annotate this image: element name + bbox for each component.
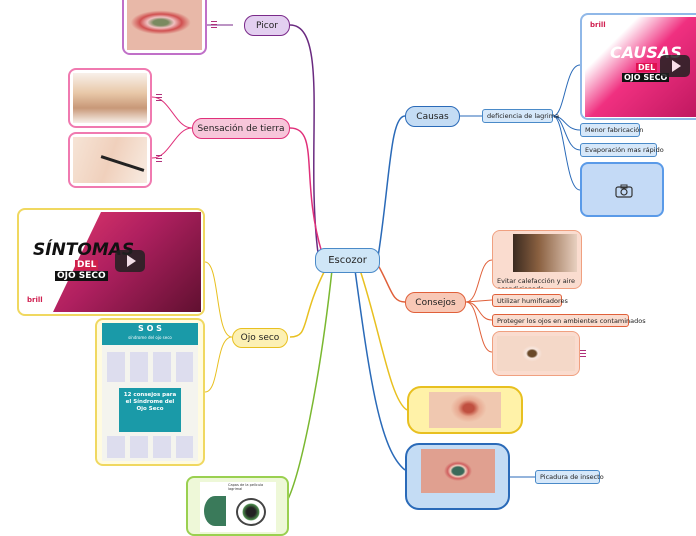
eye-profile-image: [497, 336, 575, 371]
video-sintomas[interactable]: SÍNTOMAS DEL OJO SECO brill: [17, 208, 205, 316]
video-title-line2: DEL: [75, 260, 99, 270]
video-causas[interactable]: CAUSAS DEL OJO SECO brill: [580, 13, 696, 120]
picadura-de-insecto[interactable]: Picadura de insecto: [535, 470, 604, 484]
infographic-headline: 12 consejos para el Síndrome del Ojo Sec…: [123, 392, 177, 412]
swollen-eye-image: [429, 392, 501, 428]
causas-deficiencia[interactable]: deficiencia de lagrima: [482, 109, 559, 123]
notes-icon[interactable]: [156, 155, 162, 162]
infographic-title: S O S: [138, 324, 162, 333]
consejos-calefaccion: Evitar calefacción y aire acondicionado: [497, 277, 576, 289]
central-topic[interactable]: Escozor: [315, 248, 380, 273]
causas-menor[interactable]: Menor fabricación: [580, 123, 643, 137]
image-rubbing-eyes[interactable]: [68, 68, 152, 128]
topic-ojo-seco[interactable]: Ojo seco: [232, 328, 288, 348]
image-red-eye[interactable]: [122, 0, 207, 55]
notes-icon[interactable]: [580, 350, 586, 357]
infographic-sos[interactable]: S O S síndrome del ojo seco 12 consejos …: [95, 318, 205, 466]
rubbing-eyes-image: [73, 73, 147, 123]
image-eye-drop[interactable]: [68, 132, 152, 188]
topic-sensacion[interactable]: Sensación de tierra: [192, 118, 290, 139]
camera-icon: [615, 184, 633, 198]
image-tear-film-diagram[interactable]: Capas de la película lagrimal: [186, 476, 289, 536]
image-eye-closeup[interactable]: Evitar calefacción y aire acondicionado: [492, 230, 582, 289]
infographic-subtitle: síndrome del ojo seco: [128, 335, 172, 340]
diagram-label: Capas de la película lagrimal: [228, 483, 264, 491]
play-button[interactable]: [660, 55, 690, 77]
video-title-line2: DEL: [636, 63, 658, 72]
image-insect-bite-eye[interactable]: [405, 443, 510, 510]
topic-picor[interactable]: Picor: [244, 15, 290, 36]
consejos-proteger[interactable]: Proteger los ojos en ambientes contamina…: [492, 314, 646, 327]
video-title-line3: OJO SECO: [55, 271, 108, 281]
topic-causas[interactable]: Causas: [405, 106, 460, 127]
red-eye-image: [127, 0, 202, 50]
causas-evaporacion[interactable]: Evaporación mas rápido: [580, 143, 664, 157]
eye-closeup-image: [513, 234, 577, 272]
brand-logo: brill: [27, 296, 43, 304]
play-button[interactable]: [115, 250, 145, 272]
image-swollen-eye[interactable]: [407, 386, 523, 434]
topic-consejos[interactable]: Consejos: [405, 292, 466, 313]
video-title-line3: OJO SECO: [622, 73, 670, 82]
image-eye-profile[interactable]: [492, 331, 580, 376]
insect-bite-eye-image: [421, 449, 495, 493]
connector-lines: [151, 24, 581, 506]
consejos-humificadores[interactable]: Utilizar humificadores: [492, 294, 568, 307]
image-placeholder[interactable]: [580, 162, 664, 217]
notes-icon[interactable]: [211, 21, 217, 28]
video-title-line1: SÍNTOMAS: [33, 240, 135, 260]
brand-logo: brill: [590, 21, 606, 29]
notes-icon[interactable]: [156, 94, 162, 101]
